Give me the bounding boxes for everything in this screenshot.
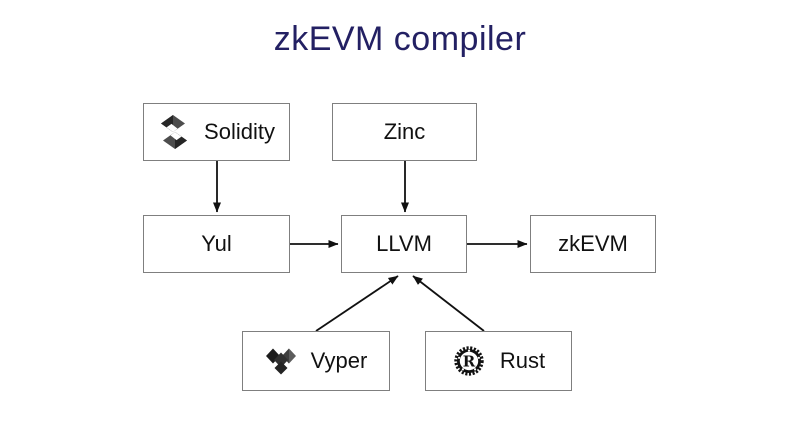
solidity-logo-icon <box>158 114 190 150</box>
vyper-logo-icon <box>265 347 297 375</box>
diagram-node-rust: R Rust <box>425 331 572 391</box>
diagram-node-yul: Yul <box>143 215 290 273</box>
diagram-node-zinc: Zinc <box>332 103 477 161</box>
node-label: Yul <box>201 231 232 256</box>
diagram-node-solidity: Solidity <box>143 103 290 161</box>
svg-text:R: R <box>463 353 476 371</box>
node-label: Rust <box>499 348 546 373</box>
diagram-node-zkevm: zkEVM <box>530 215 656 273</box>
node-label: Solidity <box>204 119 275 144</box>
node-label: zkEVM <box>558 231 628 256</box>
node-label: Zinc <box>383 119 426 144</box>
node-label: LLVM <box>376 231 432 256</box>
edge-rust-llvm <box>412 275 485 332</box>
diagram-node-llvm: LLVM <box>341 215 467 273</box>
edge-vyper-llvm <box>315 275 399 332</box>
diagram-node-vyper: Vyper <box>242 331 390 391</box>
page-title: zkEVM compiler <box>273 20 527 58</box>
node-label: Vyper <box>310 348 368 373</box>
rust-logo-icon: R <box>452 344 486 378</box>
